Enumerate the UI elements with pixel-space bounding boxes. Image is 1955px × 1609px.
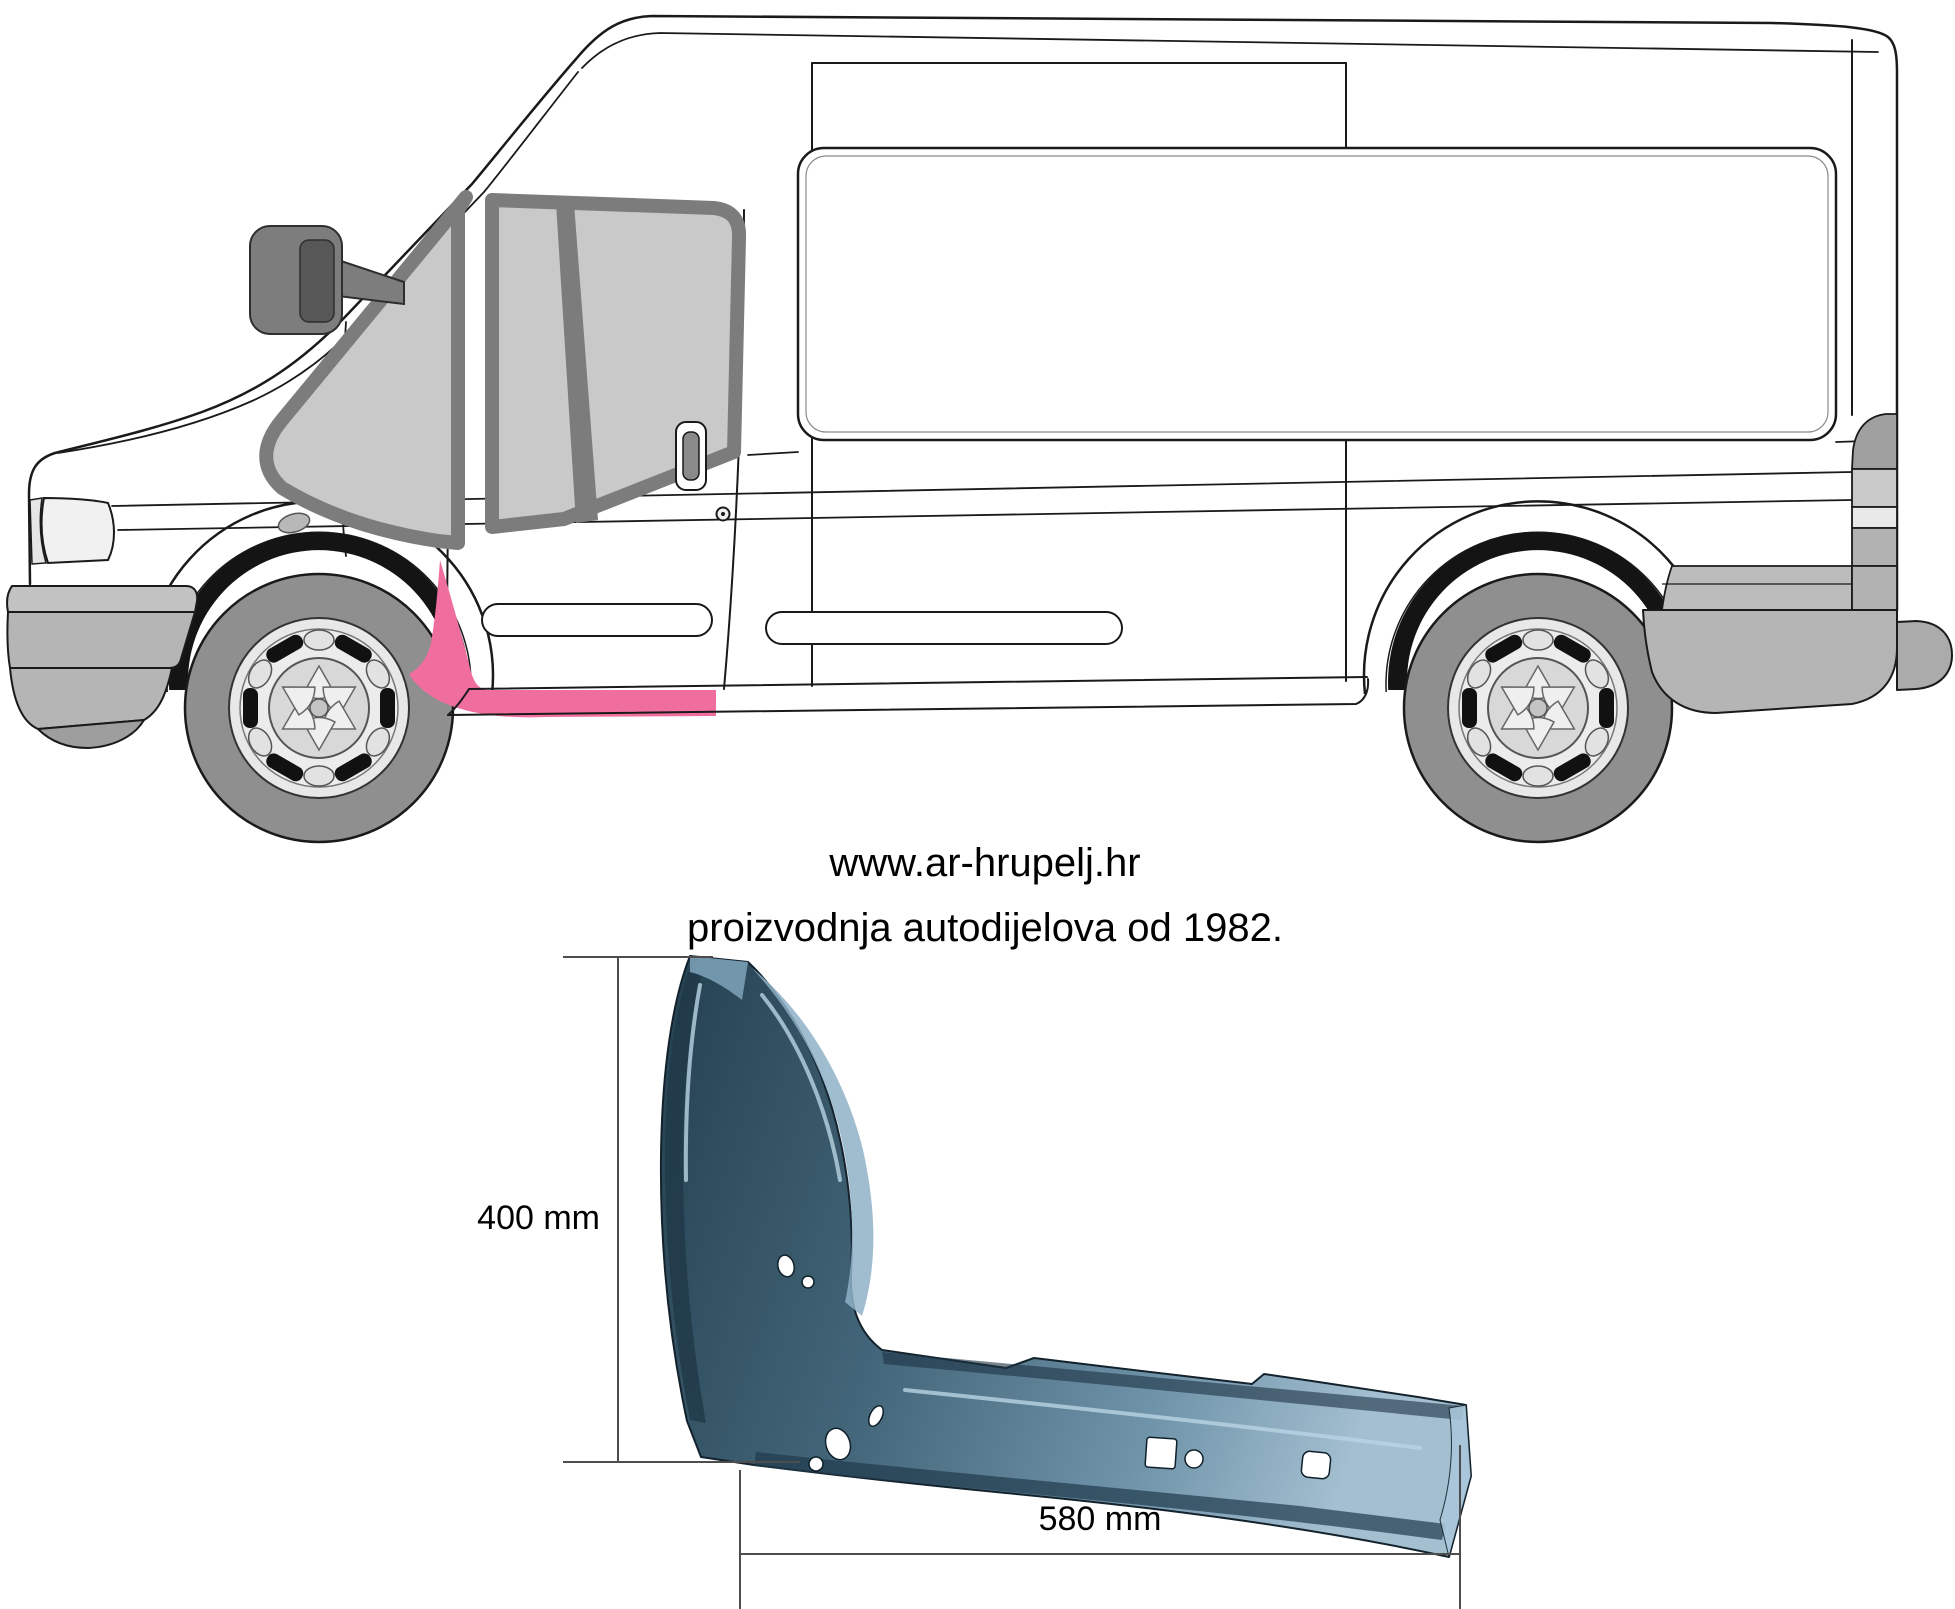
part-tip-fold: [1439, 1404, 1472, 1558]
dimension-400-lines: [563, 956, 800, 1463]
dimension-580-label: 580 mm: [1039, 1500, 1162, 1538]
rear-bumper-end-cap: [1896, 620, 1953, 691]
frame-oval-detail: [277, 512, 311, 534]
brand-tagline-text: proizvodnja autodijelova od 1982.: [687, 906, 1283, 950]
hood-inner-line: [57, 71, 579, 454]
van-body-outline: [27, 14, 1899, 612]
headlight: [40, 496, 115, 565]
part-sill-top-shadow: [882, 1352, 1464, 1420]
front-wheel: [183, 572, 455, 844]
tail-lamp-column: [1851, 413, 1898, 611]
van-illustration: [27, 14, 1899, 690]
rear-bumper: [1642, 609, 1898, 714]
window-base-line: [747, 439, 1898, 456]
highlighted-sill-panel: [409, 560, 716, 718]
front-bumper: [6, 585, 199, 749]
mirror-glass: [299, 239, 335, 323]
dimension-400-label: 400 mm: [477, 1199, 600, 1237]
part-sill-groove: [754, 1452, 1446, 1540]
sill-front-curve: [447, 688, 470, 716]
rear-lower-band: [1661, 565, 1853, 611]
rear-arch-shadow: [1388, 532, 1688, 690]
door-handle: [675, 421, 707, 491]
part-top-tab: [690, 956, 748, 1000]
dimension-580-lines: [739, 1445, 1461, 1609]
front-door-molding: [481, 603, 713, 637]
part-holes: [777, 1254, 1332, 1480]
part-pillar-flange-highlight: [752, 968, 874, 1316]
part-pillar-left-channel: [665, 972, 706, 1423]
dimension-400: [563, 956, 800, 1463]
front-arch-shadow: [169, 532, 469, 690]
part-main-shape: [659, 955, 1472, 1558]
sill-top-line: [468, 676, 1368, 690]
rear-quarter: [1642, 413, 1953, 714]
cargo-window-inner-line: [805, 155, 1829, 433]
roof-inner-line: [581, 32, 1879, 69]
part-photo: [659, 955, 1472, 1558]
rear-wheel: [1402, 572, 1674, 844]
corner-marker-light: [29, 497, 47, 565]
vent-window-divider: [556, 203, 598, 523]
side-mirror: [249, 225, 405, 335]
sill-bottom-line: [447, 678, 1370, 716]
windshield: [259, 190, 473, 550]
cargo-window-outline: [796, 146, 1838, 442]
dimension-580: [739, 1445, 1461, 1609]
door-lock-pin: [721, 512, 725, 516]
part-highlight-streaks: [683, 983, 1422, 1450]
sliding-door-molding: [765, 611, 1123, 645]
brand-website-text: www.ar-hrupelj.hr: [828, 841, 1140, 885]
